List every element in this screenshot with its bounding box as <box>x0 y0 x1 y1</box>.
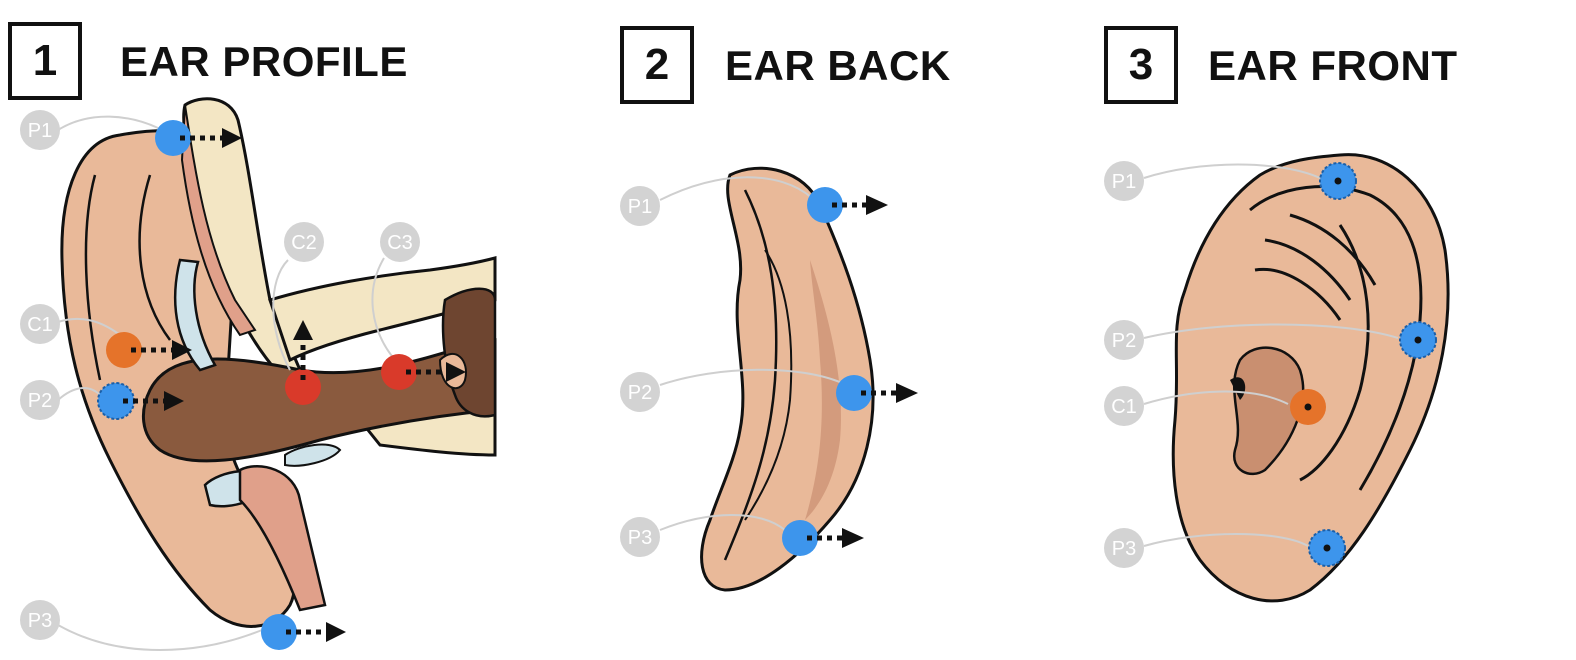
panel-title: EAR PROFILE <box>120 38 408 85</box>
label-group: P1 P2 P3 <box>620 186 660 557</box>
arrowhead-p3 <box>842 528 864 548</box>
label-c1: C1 <box>27 314 53 336</box>
muscle-strip <box>180 104 257 337</box>
label-c1: C1 <box>1111 396 1137 418</box>
arrowhead-p2 <box>896 383 918 403</box>
helix-fold <box>84 174 102 381</box>
ear-profile-illustration: P1 C1 P2 C2 C3 P3 <box>20 97 497 651</box>
antihelix-fold <box>138 174 172 341</box>
concha <box>1232 346 1305 476</box>
marker-p3 <box>782 520 818 556</box>
antihelix-4 <box>1299 224 1370 482</box>
arrowhead-p3 <box>326 622 346 642</box>
ear-back-shadow <box>805 260 841 520</box>
marker-p2 <box>97 382 135 420</box>
antihelix-2 <box>1264 238 1352 301</box>
label-p1: P1 <box>28 120 52 142</box>
marker-p3 <box>261 614 297 650</box>
cartilage-lower-2 <box>284 443 342 467</box>
label-group: P1 C1 P2 C2 C3 P3 <box>20 110 420 640</box>
helix-rim <box>1249 185 1423 491</box>
marker-p2 <box>1399 321 1437 359</box>
tragus <box>1230 377 1246 400</box>
label-p2: P2 <box>1112 330 1136 352</box>
arrowhead-p2 <box>164 391 184 411</box>
ear-back-illustration: P1 P2 P3 <box>620 166 918 592</box>
label-c2: C2 <box>291 232 317 254</box>
cartilage-upper <box>174 258 217 372</box>
panel-title: EAR BACK <box>725 42 951 89</box>
marker-p1 <box>155 120 191 156</box>
arrowhead-p1 <box>222 128 242 148</box>
marker-p1 <box>1319 162 1357 200</box>
upper-bone <box>268 256 497 363</box>
label-p1: P1 <box>1112 171 1136 193</box>
marker-c3 <box>381 354 417 390</box>
panel-ear-profile: 1 EAR PROFILE <box>0 0 520 660</box>
panel-title: EAR FRONT <box>1208 42 1458 89</box>
ear-back-fold-1 <box>723 189 778 561</box>
marker-c1 <box>1290 389 1326 425</box>
label-group: P1 P2 C1 P3 <box>1104 161 1144 568</box>
arrowhead-c1 <box>172 340 192 360</box>
label-p2: P2 <box>628 382 652 404</box>
arrowhead-c3 <box>446 362 466 382</box>
panel-number: 3 <box>1104 26 1178 104</box>
label-p3: P3 <box>1112 538 1136 560</box>
antihelix-3 <box>1289 213 1377 286</box>
panel-number: 1 <box>8 22 82 100</box>
label-p3: P3 <box>628 527 652 549</box>
marker-p3 <box>1308 529 1346 567</box>
label-p3: P3 <box>28 610 52 632</box>
ear-front-illustration: P1 P2 C1 P3 <box>1104 153 1450 603</box>
panel-ear-front: 3 EAR FRONT P1 P2 C1 P3 <box>1040 0 1560 660</box>
marker-p1 <box>807 187 843 223</box>
arrowhead-p1 <box>866 195 888 215</box>
lower-muscle <box>238 465 327 612</box>
ear-back-fold-2 <box>744 249 793 521</box>
marker-c1 <box>106 332 142 368</box>
marker-p2 <box>836 375 872 411</box>
panel-number: 2 <box>620 26 694 104</box>
panel-ear-back: 2 EAR BACK P1 P2 P3 <box>520 0 1040 660</box>
ear-front-shape <box>1171 153 1450 603</box>
arrowhead-c2 <box>293 320 313 340</box>
marker-c2 <box>285 369 321 405</box>
antihelix-1 <box>1254 267 1342 321</box>
label-p1: P1 <box>628 196 652 218</box>
ear-back-shape <box>700 166 875 592</box>
label-c3: C3 <box>387 232 413 254</box>
label-p2: P2 <box>28 390 52 412</box>
